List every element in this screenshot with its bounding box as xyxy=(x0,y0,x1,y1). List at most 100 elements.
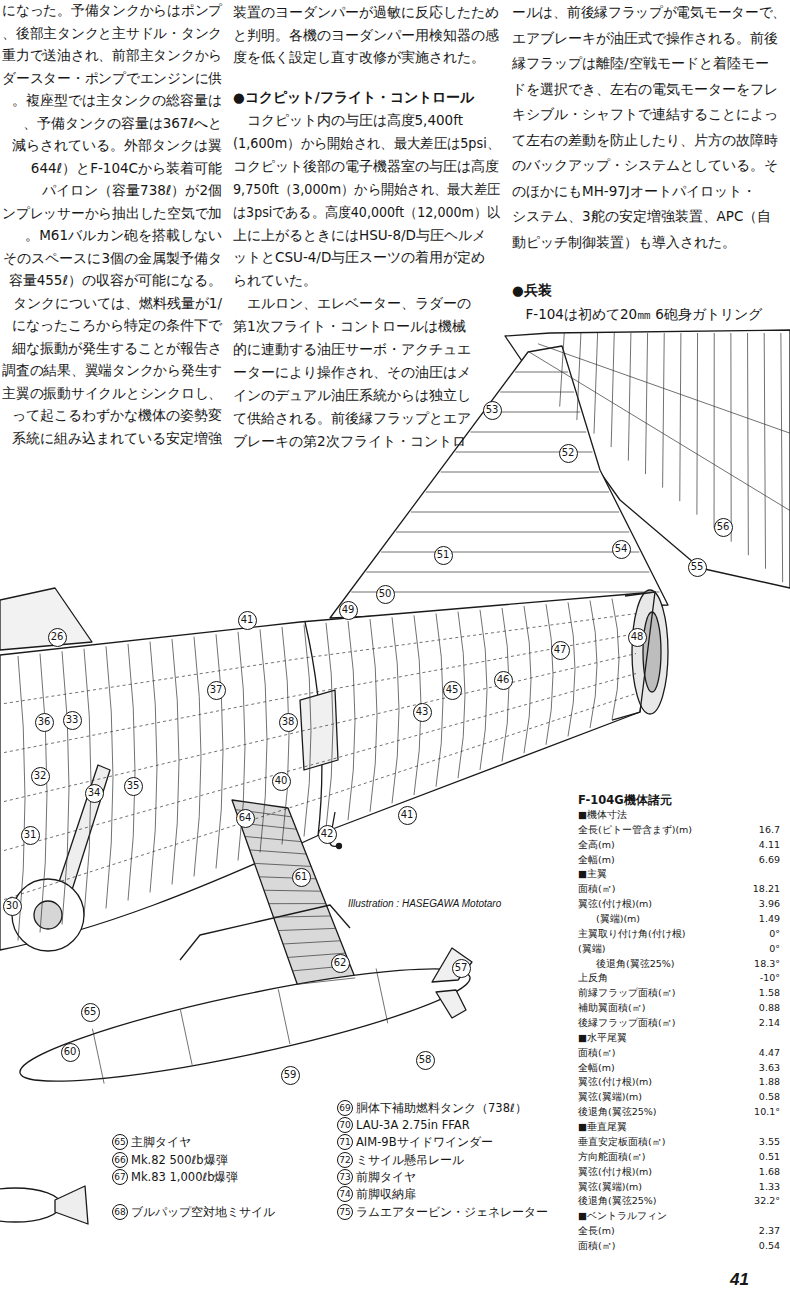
table-value: 0° xyxy=(769,928,780,940)
table-section-heading: ■主翼 xyxy=(578,868,607,880)
callout-number: 40 xyxy=(272,772,291,791)
callout-number: 37 xyxy=(207,681,226,700)
fuselage-stringer xyxy=(4,614,636,704)
body-text-line: 度を低く設定し直す改修が実施された。 xyxy=(233,49,485,65)
stabilizer-rib xyxy=(611,333,614,447)
callout-number: 60 xyxy=(61,1043,80,1062)
part-name: 胴体下補助燃料タンク（738ℓ） xyxy=(356,1101,527,1115)
body-text-line: 減らされている。外部タンクは翼 xyxy=(12,137,222,153)
body-text-line: のバックアップ・システムとしている。そ xyxy=(512,157,778,173)
fin-rib xyxy=(396,532,629,533)
callout-number: 50 xyxy=(376,585,395,604)
table-value: 18.3° xyxy=(754,958,780,970)
body-text-line: になった。予備タンクからはポンプ xyxy=(2,2,222,18)
body-text-line: て供給される。前後縁フラップとエア xyxy=(233,410,471,426)
callout-number: 71 xyxy=(337,1134,353,1150)
fuselage-stringer xyxy=(4,634,636,753)
fuselage-frame xyxy=(172,639,179,884)
wing-rib xyxy=(250,850,307,854)
fuselage-frame xyxy=(18,656,25,940)
table-row-label: 全幅(m) xyxy=(578,854,615,866)
table-value: 4.11 xyxy=(759,839,780,851)
part-name: 前脚タイヤ xyxy=(356,1170,416,1184)
body-text-line: コクピット後部の電子機器室の与圧は高度 xyxy=(233,158,499,174)
fuselage-frame xyxy=(194,637,201,877)
body-text-line: ールは、前後縁フラップが電気モーターで、 xyxy=(512,4,786,20)
stabilizer-rib xyxy=(696,333,698,515)
stabilizer-rib xyxy=(577,333,581,420)
callout-number: 62 xyxy=(331,954,350,973)
body-text-line: 上に上がるときにはHSU-8/D与圧ヘルメ xyxy=(233,227,486,243)
fin-rib xyxy=(366,572,649,573)
tank-seam xyxy=(278,989,290,1044)
body-text-line: になったころから特定の条件下で xyxy=(12,317,222,333)
body-text-line: 調査の結果、翼端タンクから発生す xyxy=(2,362,222,378)
body-text-line: (1,600m）から開始され、最大差圧は5psi、 xyxy=(233,135,500,151)
body-text-line: タンクについては、燃料残量が1/ xyxy=(13,295,222,311)
body-text-line: 。複座型では主タンクの総容量は xyxy=(12,92,222,108)
table-value: 4.47 xyxy=(759,1047,780,1059)
spine-panel xyxy=(0,588,92,650)
table-value: 32.2° xyxy=(754,1195,780,1207)
table-value: 1.58 xyxy=(759,987,780,999)
part-name: ラムエアタービン・ジェネレーター xyxy=(356,1205,548,1219)
table-value: -10° xyxy=(760,972,780,984)
callout-number: 41 xyxy=(238,611,257,630)
callout-number: 33 xyxy=(63,711,82,730)
tail-cone-cap xyxy=(612,592,655,720)
main-gear-strut xyxy=(58,765,110,890)
part-name: Mk.82 500ℓb爆弾 xyxy=(131,1153,228,1167)
callout-number: 59 xyxy=(281,1066,300,1085)
stabilizer-rib xyxy=(663,333,665,488)
fuselage-frame xyxy=(106,646,113,908)
table-row-label: 翼弦(翼端)(m) xyxy=(578,1181,642,1193)
table-value: 1.49 xyxy=(759,913,780,925)
stabilizer-rib xyxy=(764,333,765,569)
callout-number: 66 xyxy=(112,1152,128,1168)
callout-number: 36 xyxy=(35,713,54,732)
body-text-line: は3psiである。高度40,000ft（12,000m）以 xyxy=(233,204,500,220)
body-text-line: そのスペースに3個の金属製予備タ xyxy=(3,250,222,266)
stabilizer-rib xyxy=(714,333,715,528)
callout-number: 26 xyxy=(48,628,67,647)
table-value: 16.7 xyxy=(759,824,780,836)
stabilizer-rib xyxy=(781,333,783,582)
table-row-label: 主翼取り付け角(付け根) xyxy=(578,928,685,940)
table-value: 6.69 xyxy=(759,854,780,866)
fin-rib xyxy=(500,392,574,393)
main-wheel xyxy=(12,879,84,951)
table-row-label: 面積(㎡) xyxy=(578,1240,615,1252)
body-text-line: ブレーキの第2次フライト・コントロ xyxy=(233,433,466,449)
stabilizer-spar xyxy=(529,352,790,511)
body-text-line: ーターにより操作され、その油圧はメ xyxy=(233,364,471,380)
table-row-label: 後縁フラップ面積(㎡) xyxy=(578,1017,675,1029)
wing-rib xyxy=(264,890,321,892)
table-value: 1.88 xyxy=(759,1076,780,1088)
table-value: 1.68 xyxy=(759,1166,780,1178)
fin-rib xyxy=(441,472,599,473)
wing-rib xyxy=(245,836,301,841)
body-text-line: ンプレッサーから抽出した空気で加 xyxy=(2,205,222,221)
main-wheel-hub xyxy=(34,901,62,929)
callout-number: 56 xyxy=(714,518,733,537)
body-text-line: 重力で送油され、前部主タンクから xyxy=(2,47,222,63)
tank-seam xyxy=(376,969,388,1024)
stabilizer-rib xyxy=(730,333,731,542)
stabilizer-rib xyxy=(747,333,749,555)
body-text-line: キシブル・シャフトで連結することによっ xyxy=(512,106,778,122)
table-value: 2.14 xyxy=(759,1017,780,1029)
wing-rib xyxy=(269,903,326,904)
fin-rib xyxy=(515,372,568,373)
part-name: AIM-9Bサイドワインダー xyxy=(356,1135,493,1149)
callout-number: 64 xyxy=(236,809,255,828)
callout-number: 42 xyxy=(318,825,337,844)
body-text-line: のほかにもMH-97Jオートパイロット・ xyxy=(512,183,756,199)
exhaust-nozzle xyxy=(632,590,668,714)
body-text-line: 。M61バルカン砲を搭載しない xyxy=(25,227,222,243)
callout-number: 31 xyxy=(21,826,40,845)
callout-number: 51 xyxy=(434,546,453,565)
body-text-line: F-104は初めて20㎜ 6砲身ガトリング xyxy=(512,306,762,322)
table-value: 0° xyxy=(769,943,780,955)
body-text-line: 装置のヨーダンパーが過敏に反応したため xyxy=(233,4,499,20)
table-row-label: 面積(㎡) xyxy=(578,1047,615,1059)
